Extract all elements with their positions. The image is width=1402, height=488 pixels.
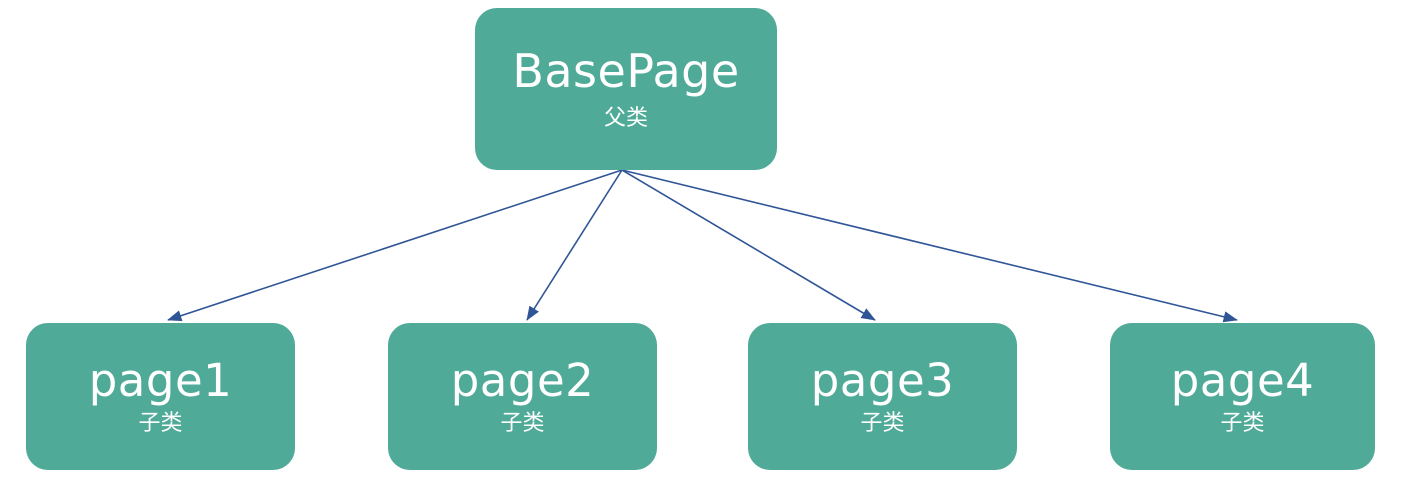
node-page4[interactable]: page4 子类 [1110, 323, 1375, 470]
node-page2-subtitle: 子类 [500, 411, 545, 436]
node-page4-title: page4 [1170, 354, 1315, 407]
node-page2-title: page2 [450, 354, 595, 407]
node-page3[interactable]: page3 子类 [748, 323, 1017, 470]
connector-basepage-to-page4 [621, 169, 1238, 323]
node-page1-title: page1 [88, 354, 233, 407]
connector-basepage-to-page3 [621, 169, 876, 321]
node-page3-subtitle: 子类 [860, 411, 905, 436]
node-page1[interactable]: page1 子类 [26, 323, 295, 470]
node-basepage[interactable]: BasePage 父类 [475, 8, 777, 170]
node-basepage-subtitle: 父类 [603, 106, 648, 131]
connector-basepage-to-page2 [526, 169, 623, 321]
node-basepage-title: BasePage [512, 44, 740, 98]
connector-basepage-to-page1 [167, 169, 623, 322]
node-page1-subtitle: 子类 [138, 411, 183, 436]
node-page3-title: page3 [810, 354, 955, 407]
node-page4-subtitle: 子类 [1220, 411, 1265, 436]
node-page2[interactable]: page2 子类 [388, 323, 657, 470]
